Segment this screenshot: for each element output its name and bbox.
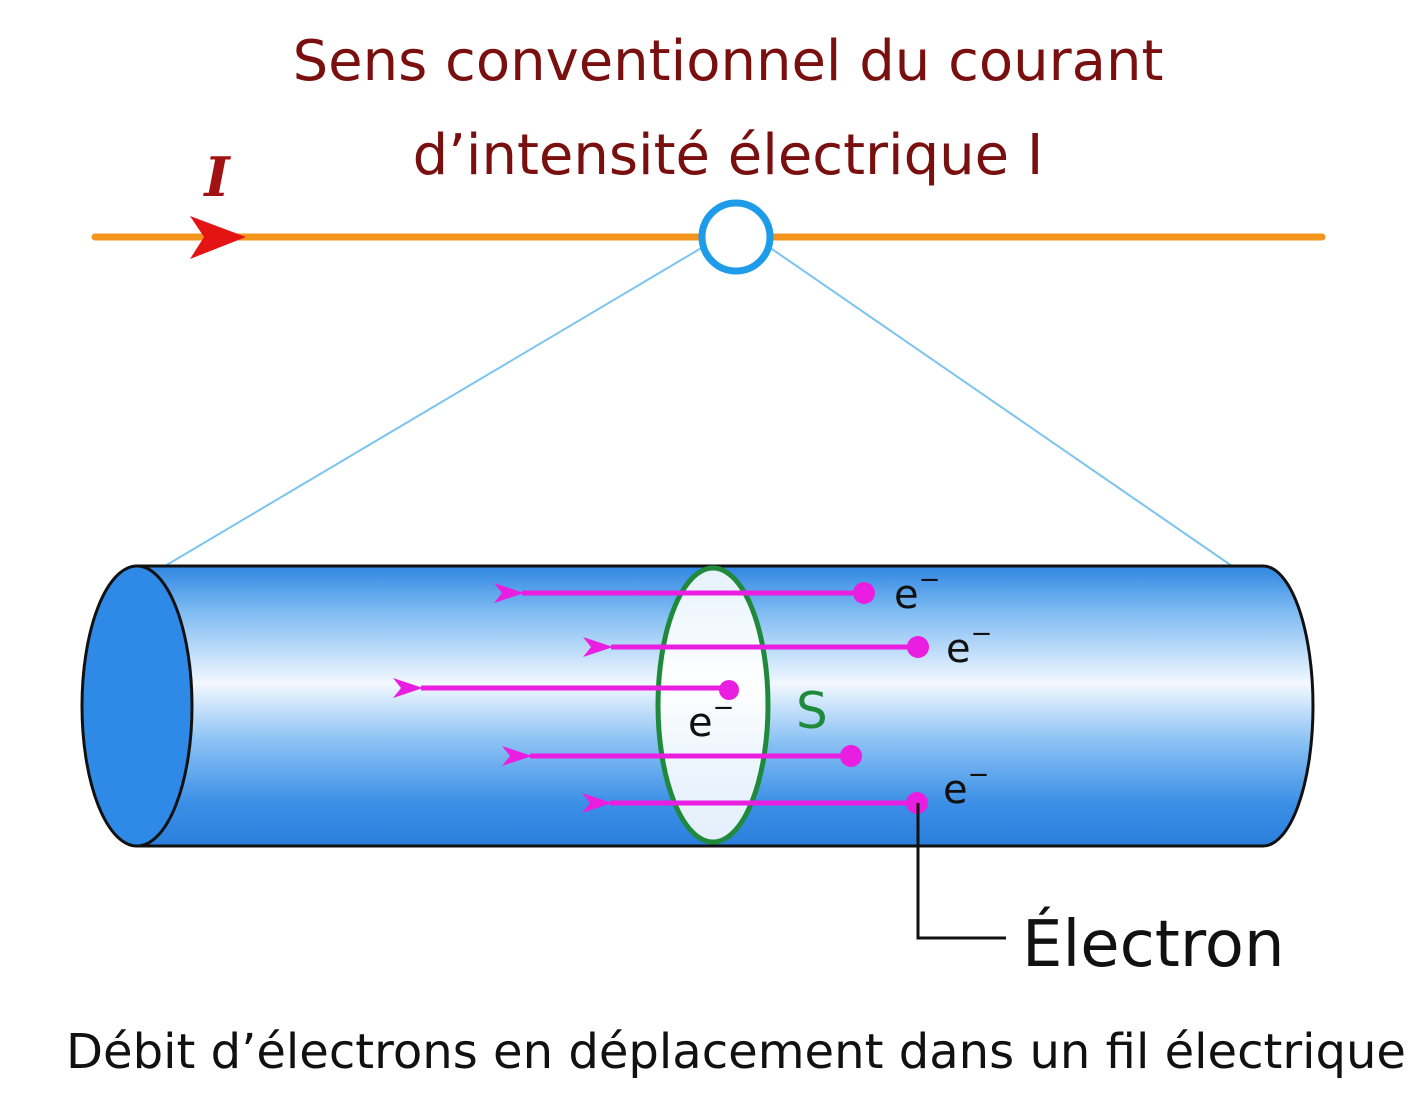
section-label: S [796, 682, 828, 740]
zoom-line-right [768, 246, 1233, 567]
electron-dot [853, 582, 875, 604]
electron-arrow-3 [393, 678, 739, 700]
electron-callout-label: Électron [1022, 906, 1285, 982]
electron-label: e− [688, 693, 734, 746]
current-symbol: I [202, 145, 231, 209]
electron-dot [719, 680, 739, 700]
electron-arrows [393, 582, 929, 814]
electron-arrow-2 [583, 636, 929, 658]
electron-label: e− [894, 565, 940, 618]
electron-arrow-4 [502, 745, 862, 767]
caption: Débit d’électrons en déplacement dans un… [66, 1024, 1406, 1080]
cross-section-ring [655, 565, 771, 845]
current-arrow-icon [190, 216, 246, 259]
zoom-line-left [164, 246, 704, 567]
electron-dot [840, 745, 862, 767]
zoom-circle [698, 199, 774, 275]
wire-end-face [80, 564, 194, 848]
electron-dot [907, 636, 929, 658]
title-line-2: d’intensité électrique I [413, 123, 1044, 188]
electron-label: e− [946, 619, 992, 672]
electron-callout-line [916, 803, 1006, 940]
title-line-1: Sens conventionnel du courant [293, 29, 1164, 94]
electron-label: e− [943, 760, 989, 813]
electron-arrow-1 [494, 582, 875, 604]
